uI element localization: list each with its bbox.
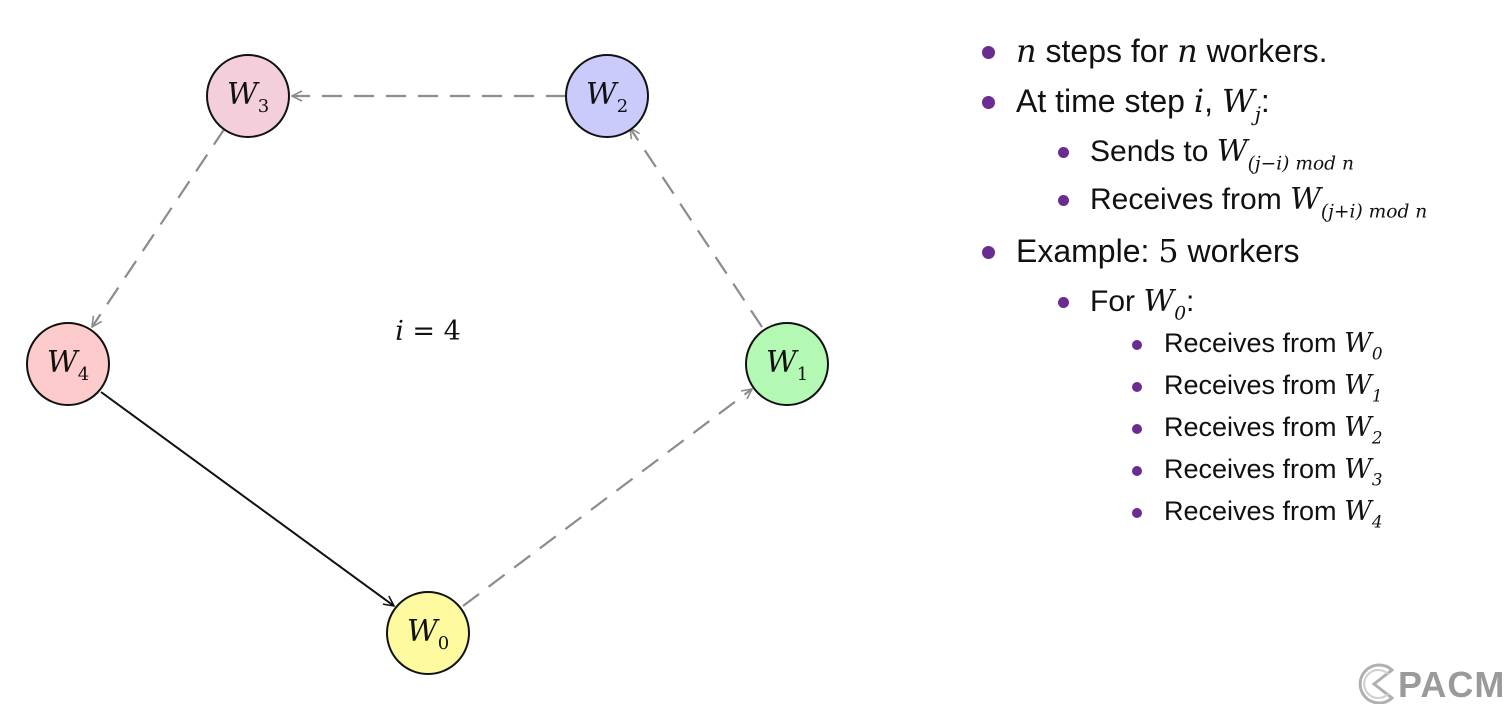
node-w0: W0: [386, 591, 470, 675]
bullet-dot: [1132, 508, 1142, 518]
bullet-receives-w1: Receives from W1: [1132, 370, 1382, 404]
bullet-dot: [1132, 340, 1142, 350]
bullet-dot: [1058, 297, 1069, 308]
bullet-dot: [1058, 147, 1069, 158]
svg-text:W3: W3: [227, 77, 269, 117]
ring-diagram: W3 W2 W4 W1 W0 i = 4: [26, 54, 829, 675]
svg-text:W4: W4: [47, 345, 89, 385]
bullet-dot: [982, 96, 995, 109]
bullet-receives-w4: Receives from W4: [1132, 496, 1382, 530]
svg-text:W2: W2: [586, 77, 628, 117]
bullet-receives-w0: Receives from W0: [1132, 328, 1382, 362]
bullet-for-w0: For W0:: [1058, 284, 1194, 323]
bullet-dot: [1132, 424, 1142, 434]
bullet-receives-w2: Receives from W2: [1132, 412, 1382, 446]
pacm-logo-icon: [1358, 663, 1395, 704]
bullet-dot: [1132, 382, 1142, 392]
bullet-dot: [1132, 466, 1142, 476]
node-w1: W1: [745, 322, 829, 406]
bullet-time-step: At time step i, Wj:: [982, 82, 1270, 124]
bullet-example: Example: 5 workers: [982, 232, 1300, 270]
bullet-dot: [1058, 195, 1069, 206]
edge-w0-w1: [462, 389, 752, 607]
bullet-dot: [982, 246, 995, 259]
node-w4: W4: [26, 322, 110, 406]
node-w2-circle: [565, 54, 649, 138]
bullet-dot: [982, 46, 995, 59]
node-w0-circle: [386, 591, 470, 675]
svg-text:W1: W1: [766, 345, 808, 385]
pacm-logo-text: PACM: [1398, 664, 1506, 705]
node-w3-circle: [206, 54, 290, 138]
node-w3: W3: [206, 54, 290, 138]
edge-w1-w2: [630, 128, 763, 328]
svg-text:W0: W0: [407, 614, 449, 654]
bullet-receives-w3: Receives from W3: [1132, 454, 1382, 488]
bullet-n-steps: n steps for n workers.: [982, 32, 1328, 70]
step-label: i = 4: [395, 316, 461, 347]
node-w2: W2: [565, 54, 649, 138]
node-w1-circle: [745, 322, 829, 406]
pacm-logo: PACM: [1352, 662, 1506, 705]
edge-w4-w0: [100, 391, 394, 606]
bullet-sends-to: Sends to W(j−i) mod n: [1058, 134, 1354, 173]
bullet-receives-from-general: Receives from W(j+i) mod n: [1058, 182, 1427, 221]
edge-w3-w4: [92, 127, 226, 327]
node-w4-circle: [26, 322, 110, 406]
